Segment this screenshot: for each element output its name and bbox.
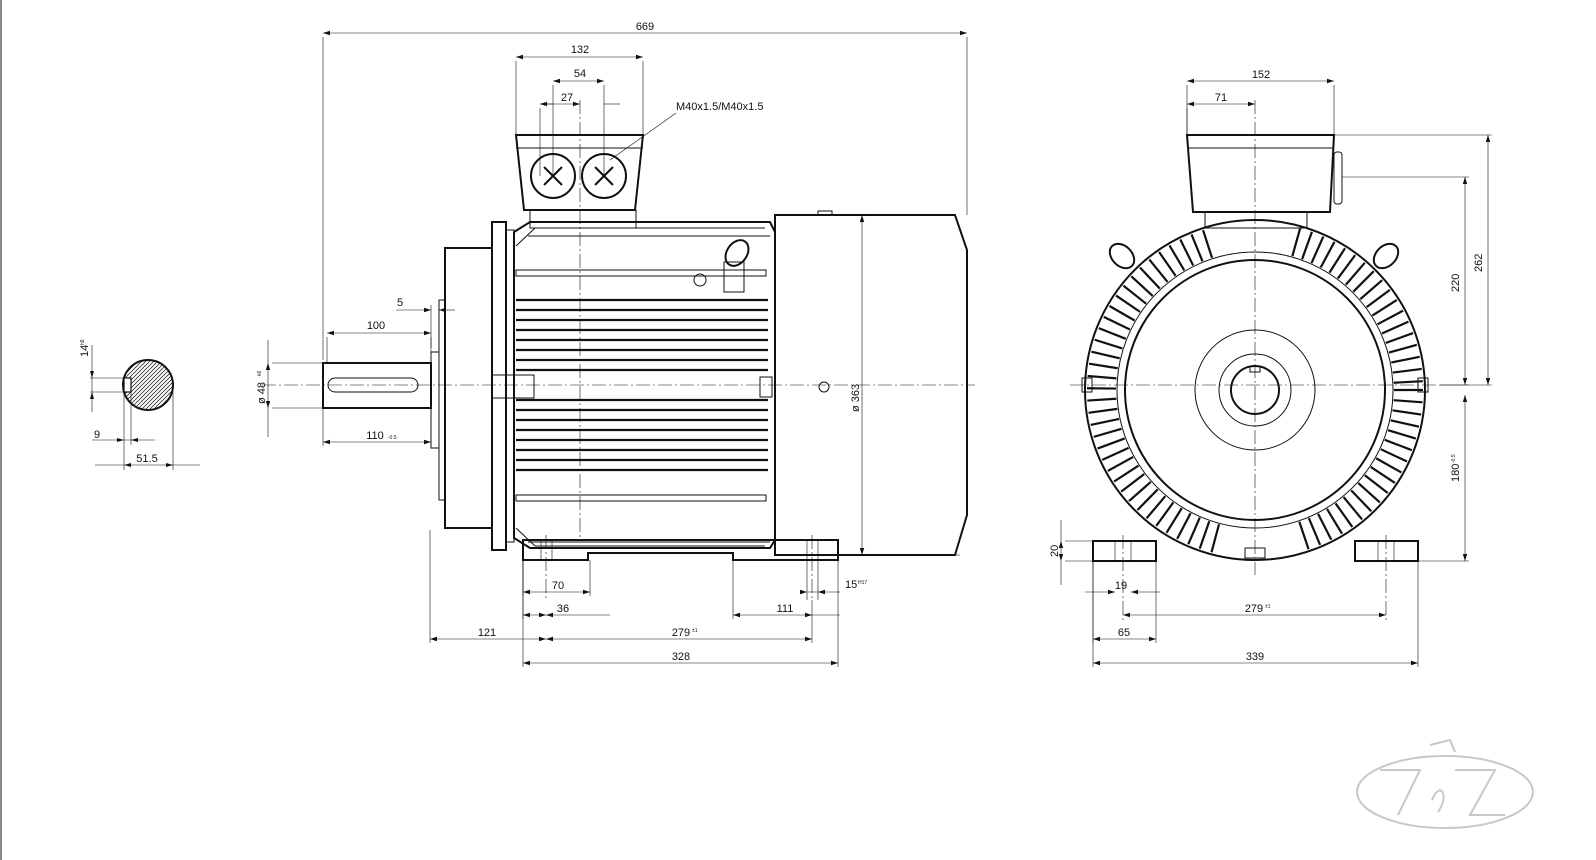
motor-end-view: [1070, 100, 1440, 620]
dim-gland-offset: 27: [561, 92, 573, 104]
lifting-eye-left: [1108, 242, 1136, 270]
shaft: [322, 362, 432, 409]
terminal-box: [514, 134, 645, 211]
terminal-box-end: [1185, 134, 1336, 213]
dim-foot-111: 111: [777, 603, 794, 615]
dim-shaft-height-tol: -0.5: [1451, 454, 1457, 463]
dim-foot-thickness: 20: [1049, 545, 1061, 557]
dim-cable-glands: M40x1.5/M40x1.5: [676, 101, 763, 113]
motor-feet: [522, 539, 839, 561]
dim-shaft-diameter: ø 48: [256, 382, 268, 404]
dim-flange-121: 121: [478, 627, 496, 639]
foot-right: [1354, 540, 1419, 562]
dim-overall-length: 669: [636, 21, 654, 33]
dim-foot-hole-tol: H17: [858, 580, 867, 586]
dim-key-width: 14: [79, 345, 91, 357]
dim-key-depth: 9: [94, 429, 100, 441]
dim-overall-width: 339: [1246, 651, 1264, 663]
dim-shaft-height: 180: [1450, 464, 1462, 482]
dimension-lines: [265, 30, 1492, 667]
dim-key-width-tol: h9: [80, 339, 86, 345]
fan-cover: [774, 214, 968, 556]
dim-foot-centers-tol: ±1: [692, 628, 698, 634]
foot-left: [1092, 540, 1157, 562]
dim-shaft-diameter-tol: k6: [257, 371, 263, 377]
dim-foot-hole: 15: [845, 579, 857, 591]
motor-side-view: [262, 100, 975, 600]
lifting-eye: [693, 239, 750, 293]
dim-foot-spacing-end: 279: [1245, 603, 1263, 615]
dim-foot-hole-end: 19: [1115, 580, 1127, 592]
dim-foot-36: 36: [557, 603, 569, 615]
dim-box-offset-end: 71: [1215, 92, 1227, 104]
dim-key-height: 51.5: [136, 453, 157, 465]
dim-terminal-box-width: 132: [571, 44, 589, 56]
shaft-key-section: [90, 345, 200, 470]
dim-foot-centers: 279: [672, 627, 690, 639]
dim-key-length: 110: [366, 430, 384, 442]
dim-foot-70: 70: [552, 580, 564, 592]
lifting-eye-right: [1372, 242, 1400, 270]
dim-height-220: 220: [1450, 274, 1462, 292]
frame-outline: [1084, 219, 1426, 561]
dim-shaft-shoulder: 5: [397, 297, 403, 309]
dim-shaft-length: 100: [367, 320, 385, 332]
dim-key-length-tol: -0.5: [388, 435, 397, 441]
dim-gland-pitch: 54: [574, 68, 586, 80]
dim-body-diameter: ø 363: [850, 384, 862, 412]
dim-foot-spacing-end-tol: ±1: [1265, 604, 1271, 610]
dim-foot-length: 328: [672, 651, 690, 663]
watermark-logo: [1356, 738, 1534, 829]
dim-foot-width: 65: [1118, 627, 1130, 639]
dimension-labels: 669 132 54 27 M40x1.5/M40x1.5 100 5 110 …: [79, 21, 1485, 663]
dim-box-width-end: 152: [1252, 69, 1270, 81]
dim-height-262: 262: [1473, 254, 1485, 272]
